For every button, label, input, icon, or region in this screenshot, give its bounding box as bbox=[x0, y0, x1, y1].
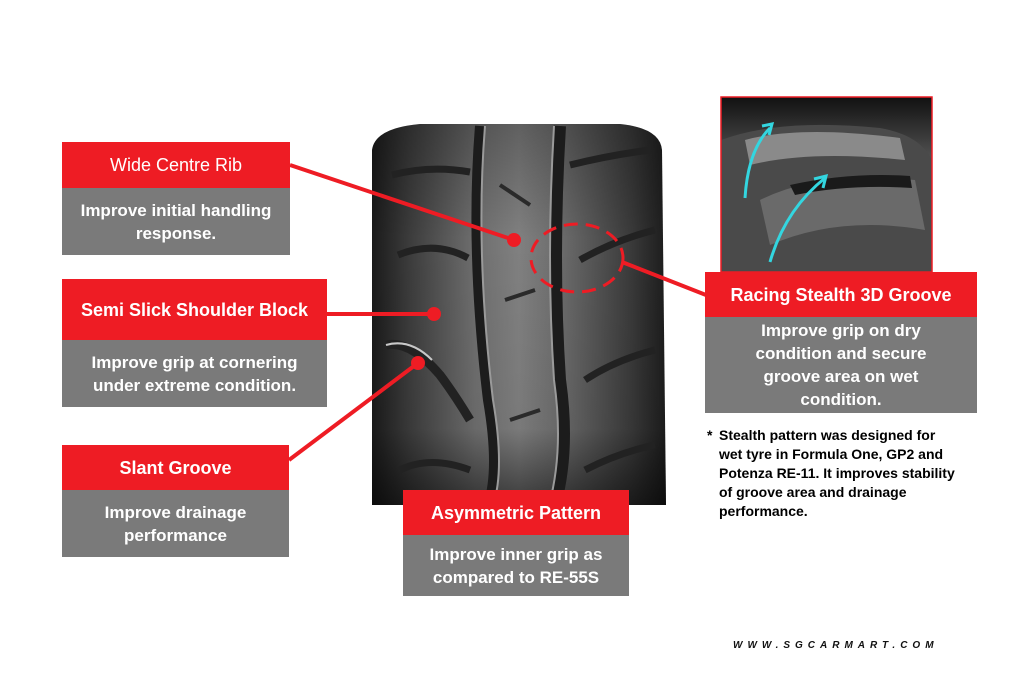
asymmetric-pattern-title: Asymmetric Pattern bbox=[403, 490, 629, 535]
flow-arrow-head-icon bbox=[813, 173, 829, 189]
marker-semi-slick bbox=[427, 307, 441, 321]
racing-stealth-desc: Improve grip on dry condition and secure… bbox=[705, 317, 977, 413]
marker-slant-groove bbox=[411, 356, 425, 370]
semi-slick-shoulder-desc: Improve grip at cornering under extreme … bbox=[62, 340, 327, 407]
footnote-text: Stealth pattern was designed for wet tyr… bbox=[719, 427, 955, 519]
tyre-image bbox=[372, 124, 666, 507]
flow-arrow-head-icon bbox=[761, 122, 775, 136]
marker-wide-centre-rib bbox=[507, 233, 521, 247]
connector-wide-centre-rib bbox=[289, 163, 515, 242]
semi-slick-shoulder-title: Semi Slick Shoulder Block bbox=[62, 279, 327, 340]
connector-racing-stealth bbox=[621, 260, 707, 297]
flow-arrow-icon bbox=[743, 126, 772, 199]
stealth-footnote: * Stealth pattern was designed for wet t… bbox=[707, 426, 957, 521]
wide-centre-rib-title: Wide Centre Rib bbox=[62, 142, 290, 188]
asymmetric-pattern-desc: Improve inner grip as compared to RE-55S bbox=[403, 535, 629, 596]
stealth-groove-inset bbox=[720, 96, 933, 273]
slant-groove-desc: Improve drainage performance bbox=[62, 490, 289, 557]
wide-centre-rib-desc: Improve initial handling response. bbox=[62, 188, 290, 255]
flow-arrow-icon bbox=[768, 176, 826, 263]
connector-slant-groove bbox=[287, 361, 420, 462]
site-watermark: WWW.SGCARMART.COM bbox=[733, 640, 939, 651]
highlight-circle bbox=[529, 222, 625, 294]
slant-groove-title: Slant Groove bbox=[62, 445, 289, 490]
footnote-asterisk: * bbox=[707, 427, 713, 443]
racing-stealth-title: Racing Stealth 3D Groove bbox=[705, 272, 977, 317]
